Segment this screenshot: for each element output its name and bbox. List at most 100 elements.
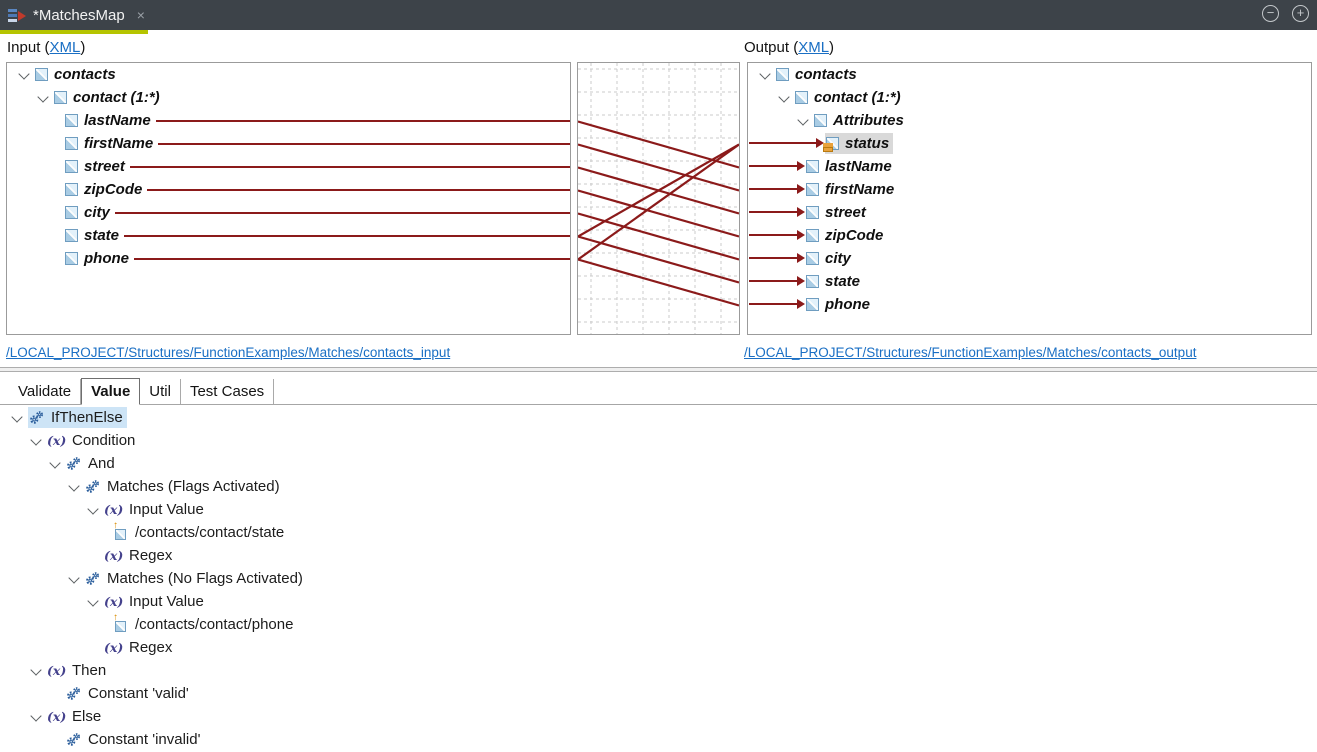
output-tree-row-firstname[interactable]: firstName <box>748 178 1311 201</box>
output-xml-link[interactable]: XML <box>798 39 830 56</box>
chevron-down-icon[interactable] <box>29 666 47 676</box>
input-tree-row-city[interactable]: city <box>7 201 570 224</box>
mapping-document-icon <box>7 7 26 23</box>
mapping-connector-line[interactable] <box>147 188 570 191</box>
chevron-down-icon[interactable] <box>777 93 795 103</box>
input-xml-link[interactable]: XML <box>49 39 81 56</box>
tree-item-label: street <box>84 158 125 175</box>
expand-circle-icon[interactable]: + <box>1292 5 1309 22</box>
function-row-constant-valid[interactable]: Constant 'valid' <box>0 682 1317 705</box>
output-tree-panel: contacts contact (1:*) Attributes status… <box>747 62 1312 335</box>
function-gears-icon <box>86 572 100 585</box>
input-header-suffix: ) <box>80 39 86 56</box>
mapping-arrow[interactable] <box>749 138 824 148</box>
function-tree: IfThenElse (x) Condition And <box>0 406 1317 751</box>
mapping-arrow[interactable] <box>749 161 805 171</box>
chevron-down-icon[interactable] <box>86 597 104 607</box>
chevron-down-icon[interactable] <box>17 70 35 80</box>
function-row-else[interactable]: (x) Else <box>0 705 1317 728</box>
tree-item-label: lastName <box>84 112 151 129</box>
output-tree-row-city[interactable]: city <box>748 247 1311 270</box>
function-row-state-path[interactable]: /contacts/contact/state <box>0 520 1317 544</box>
output-tree-row-state[interactable]: state <box>748 270 1311 293</box>
input-tree-panel: contacts contact (1:*) lastName firstNam… <box>6 62 571 335</box>
tab-value[interactable]: Value <box>81 378 141 405</box>
output-tree-row-lastname[interactable]: lastName <box>748 155 1311 178</box>
function-row-matches-flags[interactable]: Matches (Flags Activated) <box>0 475 1317 498</box>
mapping-connector-line[interactable] <box>155 119 570 122</box>
function-row-ifthenelse[interactable]: IfThenElse <box>0 406 1317 429</box>
input-structure-path-link[interactable]: /LOCAL_PROJECT/Structures/FunctionExampl… <box>6 345 451 360</box>
selected-item-highlight[interactable]: IfThenElse <box>28 407 127 428</box>
tab-util[interactable]: Util <box>140 379 181 404</box>
tree-item-label: city <box>825 250 851 267</box>
horizontal-splitter[interactable] <box>0 367 1317 372</box>
tree-item-label: phone <box>84 250 129 267</box>
chevron-down-icon[interactable] <box>29 436 47 446</box>
output-tree-row-street[interactable]: street <box>748 201 1311 224</box>
output-tree-row-phone[interactable]: phone <box>748 293 1311 316</box>
xml-element-icon <box>65 183 78 196</box>
mapping-arrow[interactable] <box>749 184 805 194</box>
function-row-condition[interactable]: (x) Condition <box>0 429 1317 452</box>
fx-parameter-icon: (x) <box>104 640 124 655</box>
selected-item-highlight[interactable]: status <box>823 133 894 154</box>
document-tab-matchesmap[interactable]: *MatchesMap × <box>0 0 148 30</box>
function-item-label: Constant 'invalid' <box>88 731 201 748</box>
function-row-then[interactable]: (x) Then <box>0 659 1317 682</box>
output-tree-row-attributes[interactable]: Attributes <box>748 109 1311 132</box>
chevron-down-icon[interactable] <box>29 712 47 722</box>
collapse-circle-icon[interactable]: − <box>1262 5 1279 22</box>
function-row-phone-path[interactable]: /contacts/contact/phone <box>0 612 1317 636</box>
chevron-down-icon[interactable] <box>67 574 85 584</box>
tree-item-label: Attributes <box>833 112 904 129</box>
fx-parameter-icon: (x) <box>104 594 124 609</box>
chevron-down-icon[interactable] <box>796 116 814 126</box>
function-row-regex2[interactable]: (x) Regex <box>0 636 1317 659</box>
mapping-arrow[interactable] <box>749 299 805 309</box>
function-item-label: Matches (No Flags Activated) <box>107 570 303 587</box>
tab-test-cases[interactable]: Test Cases <box>181 379 275 404</box>
tab-validate[interactable]: Validate <box>8 379 82 404</box>
chevron-down-icon[interactable] <box>36 93 54 103</box>
mapping-canvas[interactable] <box>577 62 740 335</box>
chevron-down-icon[interactable] <box>10 413 28 423</box>
function-row-matches-noflags[interactable]: Matches (No Flags Activated) <box>0 567 1317 590</box>
mapping-connector-line[interactable] <box>124 234 570 237</box>
output-tree-row-contact[interactable]: contact (1:*) <box>748 86 1311 109</box>
function-row-input-value2[interactable]: (x) Input Value <box>0 590 1317 613</box>
output-tree-row-zipcode[interactable]: zipCode <box>748 224 1311 247</box>
chevron-down-icon[interactable] <box>67 482 85 492</box>
input-tree-row-zipcode[interactable]: zipCode <box>7 178 570 201</box>
function-row-regex[interactable]: (x) Regex <box>0 544 1317 567</box>
mapping-connector-line[interactable] <box>129 165 570 168</box>
mapping-connector-line[interactable] <box>134 257 570 260</box>
mapping-arrow[interactable] <box>749 253 805 263</box>
mapping-arrow[interactable] <box>749 276 805 286</box>
input-tree-row-street[interactable]: street <box>7 155 570 178</box>
mapping-connector-line[interactable] <box>114 211 570 214</box>
chevron-down-icon[interactable] <box>86 505 104 515</box>
input-tree-row-firstname[interactable]: firstName <box>7 132 570 155</box>
mapping-arrow[interactable] <box>749 230 805 240</box>
input-tree-row-contacts[interactable]: contacts <box>7 63 570 86</box>
bottom-tab-bar: Validate Value Util Test Cases <box>0 378 1317 405</box>
tree-item-label: contact (1:*) <box>814 89 901 106</box>
mapping-connector-line[interactable] <box>158 142 570 145</box>
close-tab-icon[interactable]: × <box>136 7 145 23</box>
function-row-and[interactable]: And <box>0 452 1317 475</box>
function-row-constant-invalid[interactable]: Constant 'invalid' <box>0 728 1317 751</box>
function-item-label: Regex <box>129 639 173 656</box>
function-row-input-value[interactable]: (x) Input Value <box>0 498 1317 521</box>
output-tree-row-contacts[interactable]: contacts <box>748 63 1311 86</box>
input-tree-row-state[interactable]: state <box>7 224 570 247</box>
chevron-down-icon[interactable] <box>48 459 66 469</box>
output-structure-path-link[interactable]: /LOCAL_PROJECT/Structures/FunctionExampl… <box>744 345 1197 360</box>
chevron-down-icon[interactable] <box>758 70 776 80</box>
input-tree-row-phone[interactable]: phone <box>7 247 570 270</box>
input-tree-row-lastname[interactable]: lastName <box>7 109 570 132</box>
mapping-arrow[interactable] <box>749 207 805 217</box>
output-tree-row-status[interactable]: status <box>748 132 1311 155</box>
input-tree-row-contact[interactable]: contact (1:*) <box>7 86 570 109</box>
xml-element-icon <box>65 160 78 173</box>
